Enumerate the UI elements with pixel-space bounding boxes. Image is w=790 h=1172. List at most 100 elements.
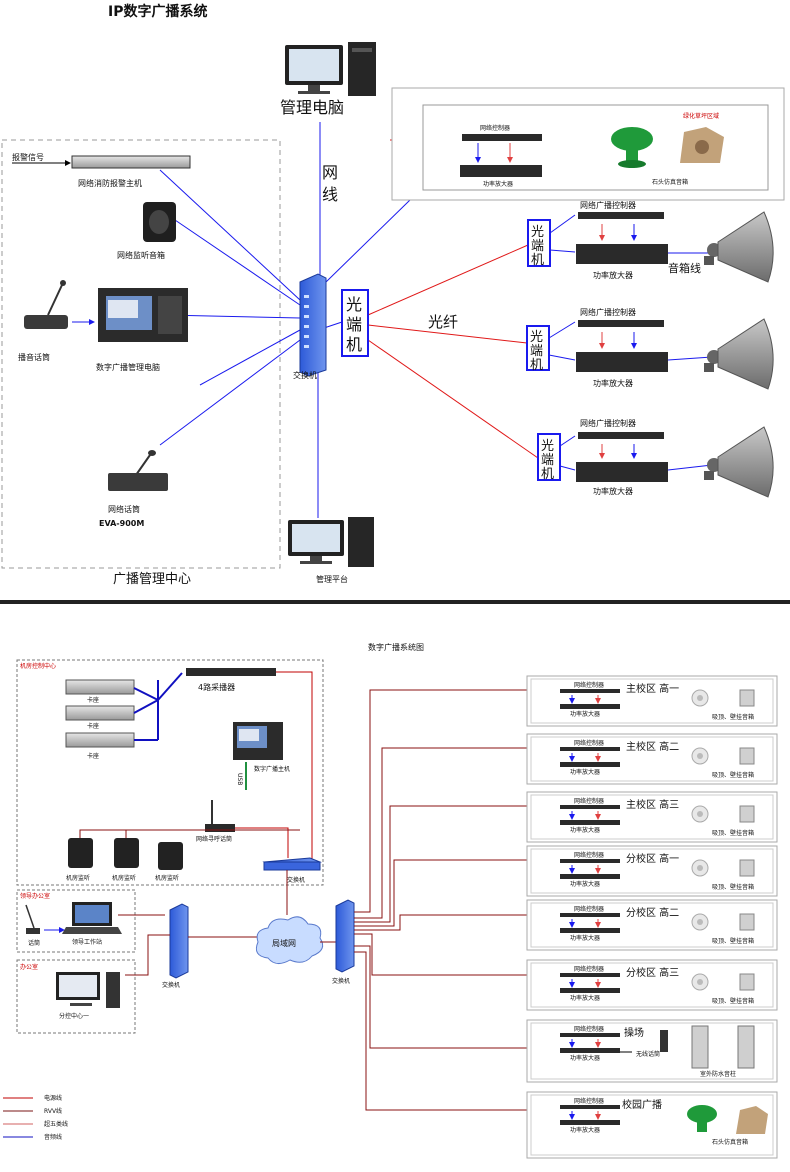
fire-alarm-host — [71, 155, 191, 169]
mgmt-platform-icon — [288, 517, 374, 567]
mgmt-platform-label: 管理平台 — [316, 574, 348, 584]
fiber-label: 光纤 — [428, 313, 458, 331]
deck-3: 卡座 — [65, 732, 135, 760]
room-monitor-3: 机房监听 — [155, 842, 183, 882]
svg-text:卡座: 卡座 — [87, 696, 99, 704]
svg-text:功率放大器: 功率放大器 — [570, 768, 600, 776]
svg-text:吸顶、壁挂音箱: 吸顶、壁挂音箱 — [712, 771, 754, 779]
right-switch-icon — [335, 899, 355, 973]
pager-mic-icon — [205, 800, 235, 832]
svg-text:网络广播控制器: 网络广播控制器 — [580, 418, 636, 428]
zone-title: 分校区 高二 — [626, 906, 679, 919]
section-divider — [0, 600, 790, 604]
room-monitor-2: 机房监听 — [112, 838, 139, 882]
network-mic-label: 网络话筒 — [108, 504, 140, 514]
legend-item-audio: 音频线 — [44, 1133, 62, 1141]
svg-text:网络控制器: 网络控制器 — [574, 851, 604, 859]
svg-text:吸顶、壁挂音箱: 吸顶、壁挂音箱 — [712, 829, 754, 837]
svg-text:功率放大器: 功率放大器 — [570, 994, 600, 1002]
network-lines — [159, 122, 411, 518]
switch-icon — [299, 273, 327, 377]
svg-text:卡座: 卡座 — [87, 722, 99, 730]
wall-speaker-icon — [739, 747, 755, 765]
column-speaker-icon — [737, 1025, 755, 1069]
gz-amp-label: 功率放大器 — [483, 180, 513, 188]
right-switch-label: 交换机 — [332, 977, 350, 985]
network-mic-icon — [108, 450, 168, 491]
svg-text:吸顶、壁挂音箱: 吸顶、壁挂音箱 — [712, 713, 754, 721]
fire-alarm-label: 网络消防报警主机 — [78, 178, 142, 188]
zone-panel: 主校区 高一网络控制器功率放大器吸顶、壁挂音箱 — [526, 675, 778, 727]
svg-text:机房监听: 机房监听 — [112, 874, 136, 882]
svg-text:功率放大器: 功率放大器 — [570, 1054, 600, 1062]
branch-2: 光 端 机 网络广播控制器 功率放大器 — [526, 307, 713, 388]
laptop-icon — [62, 902, 122, 934]
deck-1: 卡座 — [65, 679, 135, 704]
zone-title: 操场 — [624, 1026, 644, 1039]
svg-text:功率放大器: 功率放大器 — [570, 880, 600, 888]
usb-label: USB — [236, 773, 243, 785]
zone-title: 主校区 高三 — [626, 798, 679, 811]
ot-char-3: 机 — [346, 335, 362, 354]
wireless-mic-icon — [660, 1030, 668, 1052]
lan-cloud-icon — [255, 916, 324, 964]
svg-text:无线话筒: 无线话筒 — [636, 1050, 660, 1058]
svg-text:机房监听: 机房监听 — [66, 874, 90, 882]
branch-1: 光 端 机 网络广播控制器 功率放大器 音箱线 — [527, 200, 712, 280]
svg-text:功率放大器: 功率放大器 — [570, 934, 600, 942]
svg-text:功率放大器: 功率放大器 — [593, 378, 633, 388]
room-label: 机房控制中心 — [20, 662, 56, 670]
bottom-title: 数字广播系统图 — [368, 642, 424, 652]
svg-text:机: 机 — [531, 253, 544, 268]
top-title: IP数字广播系统 — [108, 3, 207, 20]
svg-text:吸顶、壁挂音箱: 吸顶、壁挂音箱 — [712, 937, 754, 945]
svg-text:网络广播控制器: 网络广播控制器 — [580, 307, 636, 317]
management-pc — [285, 42, 376, 96]
alarm-signal-label: 报警信号 — [12, 152, 44, 162]
host-label: 数字广播主机 — [254, 765, 290, 773]
room-switch-label: 交换机 — [287, 876, 305, 884]
leader-mic-icon — [25, 904, 40, 934]
svg-text:网络控制器: 网络控制器 — [574, 681, 604, 689]
office-box — [16, 959, 136, 1034]
svg-text:网络控制器: 网络控制器 — [574, 1025, 604, 1033]
horn-speaker-icon — [704, 318, 774, 390]
svg-text:功率放大器: 功率放大器 — [593, 270, 633, 280]
recorder-device — [186, 668, 276, 676]
svg-text:网络控制器: 网络控制器 — [574, 797, 604, 805]
horn-speaker-icon — [704, 426, 774, 498]
monitor-speaker-label: 网络监听音箱 — [117, 250, 165, 260]
green-zone-label: 绿化草坪区域 — [683, 112, 719, 120]
cable-label-1: 网 — [322, 163, 338, 182]
svg-text:室外防水音柱: 室外防水音柱 — [700, 1070, 736, 1078]
mgmt-pc-label: 管理电脑 — [280, 98, 344, 117]
office-label: 办公室 — [20, 963, 38, 971]
broadcast-mic-icon — [24, 280, 68, 329]
cable-label-2: 线 — [322, 185, 338, 204]
broadcast-pc-icon — [98, 288, 188, 342]
zone-panel: 分校区 高二网络控制器功率放大器吸顶、壁挂音箱 — [526, 899, 778, 951]
svg-text:网络控制器: 网络控制器 — [574, 1097, 604, 1105]
center-label: 广播管理中心 — [113, 572, 191, 587]
sub-center-label: 分控中心一 — [59, 1012, 89, 1020]
zone-panel: 主校区 高二网络控制器功率放大器吸顶、壁挂音箱 — [526, 733, 778, 785]
column-speaker-icon — [691, 1025, 709, 1069]
svg-text:音箱线: 音箱线 — [668, 261, 701, 275]
gz-controller — [462, 134, 542, 141]
zone-title: 分校区 高三 — [626, 966, 679, 979]
svg-text:机: 机 — [530, 358, 543, 373]
ot-char-1: 光 — [346, 295, 362, 314]
svg-text:吸顶、壁挂音箱: 吸顶、壁挂音箱 — [712, 997, 754, 1005]
svg-text:光: 光 — [541, 439, 554, 454]
gz-amp — [460, 165, 542, 177]
leader-office-label: 领导办公室 — [20, 892, 50, 900]
ot-char-2: 端 — [346, 315, 362, 334]
stone-speaker-label: 石头仿真音箱 — [652, 178, 688, 186]
svg-text:网络广播控制器: 网络广播控制器 — [580, 200, 636, 210]
wall-speaker-icon — [739, 973, 755, 991]
wall-speaker-icon — [739, 805, 755, 823]
room-switch-icon — [262, 857, 322, 871]
zone-title: 校园广播 — [622, 1098, 662, 1111]
